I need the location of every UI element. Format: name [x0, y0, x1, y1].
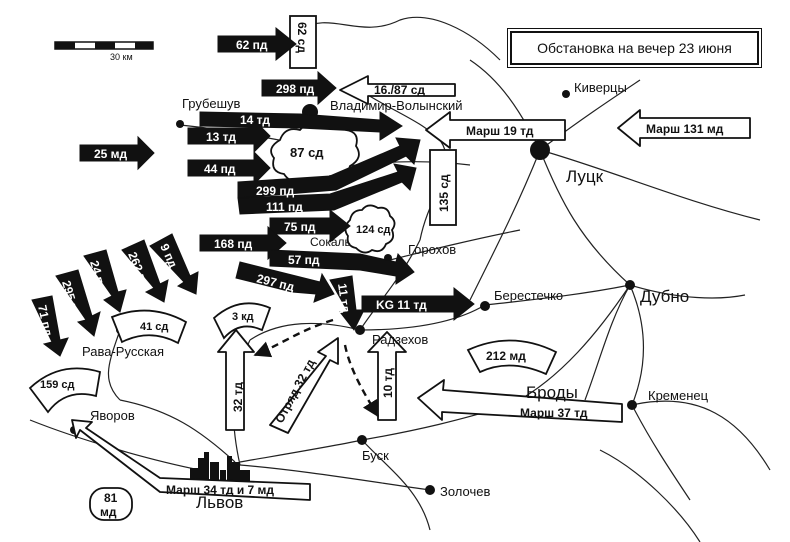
- label-3kd: 3 кд: [232, 311, 254, 323]
- arc-3kd: [212, 302, 272, 340]
- arrow-32td: [217, 329, 255, 431]
- label-299pd: 299 пд: [256, 184, 295, 198]
- arrow-otryad32: [269, 337, 339, 434]
- soviet-clouds: [270, 122, 396, 254]
- label-10td: 10 тд: [381, 368, 395, 398]
- label-march19: Марш 19 тд: [466, 124, 534, 138]
- box-62sd: [289, 15, 317, 69]
- german-arrows: [31, 26, 475, 357]
- arrow-57pd: [269, 249, 415, 285]
- arrow-14td: [199, 111, 403, 141]
- label-111pd: 111 пд: [266, 200, 303, 214]
- label-25md: 25 мд: [94, 147, 128, 161]
- label-41sd: 41 сд: [140, 321, 168, 333]
- scale-bar: [54, 41, 154, 50]
- label-81md-b: мд: [100, 505, 117, 519]
- city-vladimir: Владимир-Волынский: [330, 98, 463, 113]
- city-radzekhov: Радзехов: [372, 332, 428, 347]
- arrow-13td: [187, 118, 271, 154]
- city-brody: Броды: [526, 383, 578, 402]
- arrow-march131: [617, 109, 751, 147]
- label-13td: 13 тд: [206, 130, 236, 144]
- arrow-9pd: [149, 233, 199, 295]
- city-kremenets: Кременец: [648, 388, 709, 403]
- cloud-124sd: [344, 204, 396, 254]
- arrow-march34: [71, 419, 311, 501]
- city-zolochev: Золочев: [440, 484, 490, 499]
- label-62pd: 62 пд: [236, 38, 268, 52]
- arrow-111pd: [237, 163, 417, 215]
- city-lvov: Львов: [196, 493, 243, 512]
- city-kivertsy: Киверцы: [574, 80, 627, 95]
- road-network: [29, 16, 771, 542]
- label-kg11: KG 11 тд: [376, 298, 427, 312]
- arrow-march19: [425, 111, 566, 149]
- arrow-10td: [367, 331, 407, 421]
- arrow-25md: [79, 135, 155, 171]
- label-87sd: 87 сд: [290, 145, 324, 160]
- arrow-295pd: [55, 269, 101, 337]
- label-212md: 212 мд: [486, 349, 526, 363]
- label-124sd-a: 124 сд: [356, 224, 391, 236]
- arrow-24pd: [83, 249, 127, 313]
- soviet-arrows: [71, 75, 751, 501]
- city-labels: Грубешув Владимир-Волынский Киверцы Луцк…: [82, 80, 709, 512]
- label-march37: Марш 37 тд: [520, 406, 588, 420]
- city-yavorov: Яворов: [90, 408, 135, 423]
- arrow-44pd: [187, 150, 271, 186]
- label-32td: 32 тд: [231, 382, 245, 412]
- arrow-kg11: [361, 286, 475, 322]
- label-168pd: 168 пд: [214, 237, 253, 251]
- label-16-87sd: 16./87 сд: [374, 83, 425, 97]
- city-sokal: Сокаль: [310, 235, 351, 249]
- label-14td: 14 тд: [240, 113, 270, 127]
- scale-label: 30 км: [110, 52, 133, 62]
- box-81md: [89, 487, 133, 521]
- city-lutsk: Луцк: [566, 167, 604, 186]
- arrow-11td: [329, 275, 365, 331]
- label-march131: Марш 131 мд: [646, 122, 724, 136]
- dashed-movements: [253, 318, 380, 418]
- label-81md-a: 81: [104, 491, 118, 505]
- arrow-298pd: [261, 70, 337, 106]
- arrow-75pd: [269, 208, 351, 244]
- soviet-boxes: [89, 15, 457, 521]
- label-march34: Марш 34 тд и 7 мд: [166, 483, 274, 497]
- label-75pd: 75 пд: [284, 220, 316, 234]
- label-11td: 11 тд: [335, 282, 353, 313]
- map-title: Обстановка на вечер 23 июня: [510, 31, 759, 65]
- arrow-71pd: [31, 295, 69, 357]
- city-berestechko: Берестечко: [494, 288, 563, 303]
- label-62sd: 62 сд: [295, 22, 309, 53]
- arrow-299pd: [237, 137, 421, 199]
- label-135sd: 135 сд: [437, 174, 451, 212]
- city-dubno: Дубно: [640, 287, 689, 306]
- arrow-62pd: [217, 26, 297, 62]
- label-71pd: 71 пд: [35, 304, 55, 338]
- city-rava: Рава-Русская: [82, 344, 164, 359]
- arrow-march37: [417, 379, 623, 423]
- label-298pd: 298 пд: [276, 82, 315, 96]
- box-135sd: [429, 149, 457, 226]
- arrow-16-87sd: [339, 75, 456, 105]
- arc-159sd: [28, 367, 102, 414]
- label-57pd: 57 пд: [288, 253, 320, 267]
- label-44pd: 44 пд: [204, 162, 236, 176]
- city-gorokhov: Горохов: [408, 242, 456, 257]
- soviet-defense-arcs: [28, 302, 558, 414]
- city-grubeshuv: Грубешув: [182, 96, 240, 111]
- arrow-297pd: [235, 261, 335, 303]
- label-159sd: 159 сд: [40, 379, 75, 391]
- arc-212md: [466, 339, 558, 376]
- city-busk: Буск: [362, 448, 389, 463]
- arc-41sd: [110, 309, 188, 345]
- arrow-262pd: [121, 239, 169, 303]
